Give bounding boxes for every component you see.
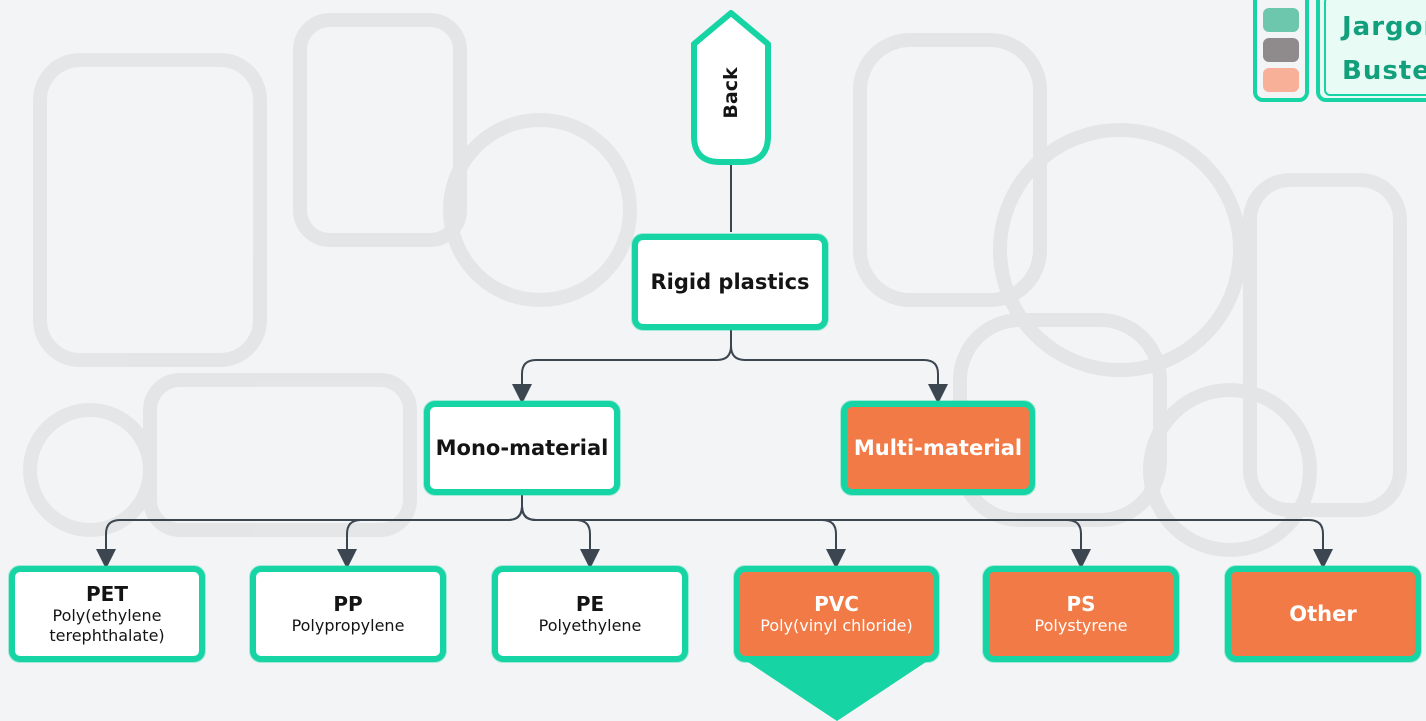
node-title: Multi-material xyxy=(853,436,1023,460)
logo-swatch-frame xyxy=(1253,0,1309,102)
node-title: PE xyxy=(575,592,605,616)
node-title: PP xyxy=(333,592,363,616)
logo-word-buster: Buster xyxy=(1342,56,1426,86)
node-pet[interactable]: PET Poly(ethylene terephthalate) xyxy=(9,566,205,662)
node-ps[interactable]: PS Polystyrene xyxy=(983,566,1179,662)
node-title: Other xyxy=(1289,602,1357,626)
back-button[interactable] xyxy=(690,10,772,165)
logo-panel xyxy=(1316,0,1426,102)
node-mono-material[interactable]: Mono-material xyxy=(424,401,620,495)
pvc-expand-arrow[interactable] xyxy=(739,656,935,721)
node-subtitle: Polyethylene xyxy=(538,616,642,635)
node-title: Rigid plastics xyxy=(650,270,810,294)
logo-swatch-peach xyxy=(1263,68,1299,92)
node-title: PET xyxy=(86,582,128,606)
node-title: PS xyxy=(1066,592,1096,616)
node-other[interactable]: Other xyxy=(1225,566,1421,662)
logo-word-jargon: Jargon xyxy=(1342,12,1426,42)
node-pvc[interactable]: PVC Poly(vinyl chloride) xyxy=(734,566,939,662)
node-pp[interactable]: PP Polypropylene xyxy=(250,566,446,662)
node-subtitle: Polypropylene xyxy=(291,616,405,635)
logo-swatch-grey xyxy=(1263,38,1299,62)
node-pe[interactable]: PE Polyethylene xyxy=(492,566,688,662)
node-rigid-plastics[interactable]: Rigid plastics xyxy=(632,234,828,330)
node-title: PVC xyxy=(814,592,859,616)
node-title: Mono-material xyxy=(435,436,609,460)
node-subtitle: Poly(vinyl chloride) xyxy=(760,616,913,635)
logo-panel-inner xyxy=(1324,0,1426,96)
node-multi-material[interactable]: Multi-material xyxy=(841,401,1035,495)
node-subtitle: Poly(ethylene terephthalate) xyxy=(49,606,165,645)
logo-swatch-green xyxy=(1263,8,1299,32)
node-subtitle: Polystyrene xyxy=(1034,616,1128,635)
